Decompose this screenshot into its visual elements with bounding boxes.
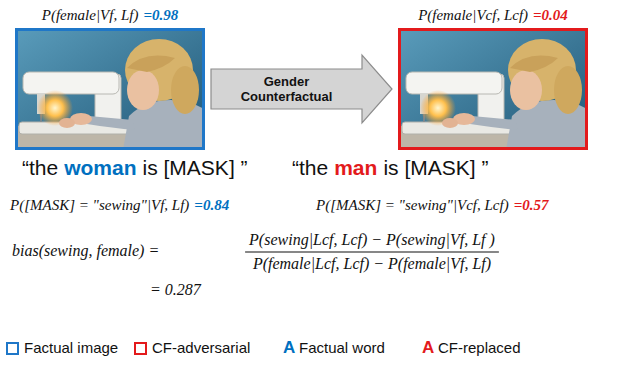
bias-value: = 0.287 — [150, 281, 201, 298]
legend-text: CF-replaced — [438, 339, 521, 356]
label-slot: “the — [22, 156, 58, 180]
legend-text: Factual word — [299, 339, 385, 356]
factual-photo — [15, 28, 205, 150]
label-slot: =0.84 — [194, 196, 229, 214]
label-slot: “the — [292, 156, 328, 180]
label-slot: woman — [64, 156, 136, 180]
sentence-word: is [MASK] ” — [383, 156, 488, 179]
legend-slot: Factual image — [24, 339, 118, 357]
label-slot: = 0.287 — [150, 281, 201, 299]
sentence-word: is [MASK] ” — [143, 156, 248, 179]
sentence-word: “the — [292, 156, 328, 179]
label-slot: P(sewing|Lcf, Lcf) − P(sewing|Vf, Lf ) — [249, 231, 495, 249]
bias-formula: bias(sewing, female) = — [12, 242, 159, 259]
label-slot: P([MASK] = "sewing"|Vcf, Lcf) — [316, 196, 509, 214]
image-box: P(female|Vf, Lf)=0.98 — [15, 4, 205, 150]
fraction-denominator: P(female|Lcf, Lcf) − P(female|Vf, Lf) — [253, 255, 491, 272]
probability-formula: P([MASK] = "sewing"|Vf, Lf) — [10, 197, 189, 213]
fraction-numerator: P(sewing|Lcf, Lcf) − P(sewing|Vf, Lf ) — [249, 231, 495, 248]
legend-slot: Factual word — [299, 339, 385, 357]
label-slot: =0.57 — [514, 196, 549, 214]
legend-swatch — [6, 342, 19, 355]
counterfactual-arrow — [211, 55, 392, 123]
edge-label-slot: Gender Counterfactual — [235, 74, 339, 105]
legend-slot: CF-adversarial — [152, 339, 250, 357]
probability-value: =0.98 — [143, 7, 178, 24]
label-slot: bias(sewing, female) = — [12, 242, 159, 260]
image-frame — [15, 28, 205, 150]
sentence-word: “the — [22, 156, 58, 179]
probability-heading: P(female|Vcf, Lcf) =0.04 — [398, 4, 588, 26]
label-slot: is [MASK] ” — [383, 156, 488, 180]
legend-text: CF-adversarial — [152, 339, 250, 356]
label-slot: man — [334, 156, 377, 180]
image-frame — [398, 28, 588, 150]
counterfactual-photo — [398, 28, 588, 150]
probability-value: =0.84 — [194, 197, 229, 213]
label-slot: A — [283, 338, 295, 358]
fraction-bar — [245, 251, 499, 252]
probability-value: =0.04 — [533, 7, 568, 24]
legend-text: Factual image — [24, 339, 118, 356]
edge-label: Gender Counterfactual — [235, 74, 339, 104]
label-slot: P(female|Lcf, Lcf) − P(female|Vf, Lf) — [253, 255, 491, 273]
probability-heading: P(female|Vf, Lf)=0.98 — [15, 4, 205, 26]
label-slot: A — [422, 338, 434, 358]
legend-slot: CF-replaced — [438, 339, 521, 357]
probability-value: =0.57 — [514, 197, 549, 213]
legend-letter: A — [283, 338, 295, 357]
legend-letter: A — [422, 338, 434, 357]
probability-formula: P(female|Vcf, Lcf) — [418, 7, 528, 24]
probability-formula: P(female|Vf, Lf) — [42, 7, 139, 24]
legend-swatch — [134, 342, 147, 355]
image-box: P(female|Vcf, Lcf) =0.04 — [398, 4, 588, 150]
counterfactual-word: man — [334, 156, 377, 179]
label-slot: is [MASK] ” — [143, 156, 248, 180]
label-slot: P([MASK] = "sewing"|Vf, Lf) — [10, 196, 189, 214]
factual-word: woman — [64, 156, 136, 179]
probability-formula: P([MASK] = "sewing"|Vcf, Lcf) — [316, 197, 509, 213]
